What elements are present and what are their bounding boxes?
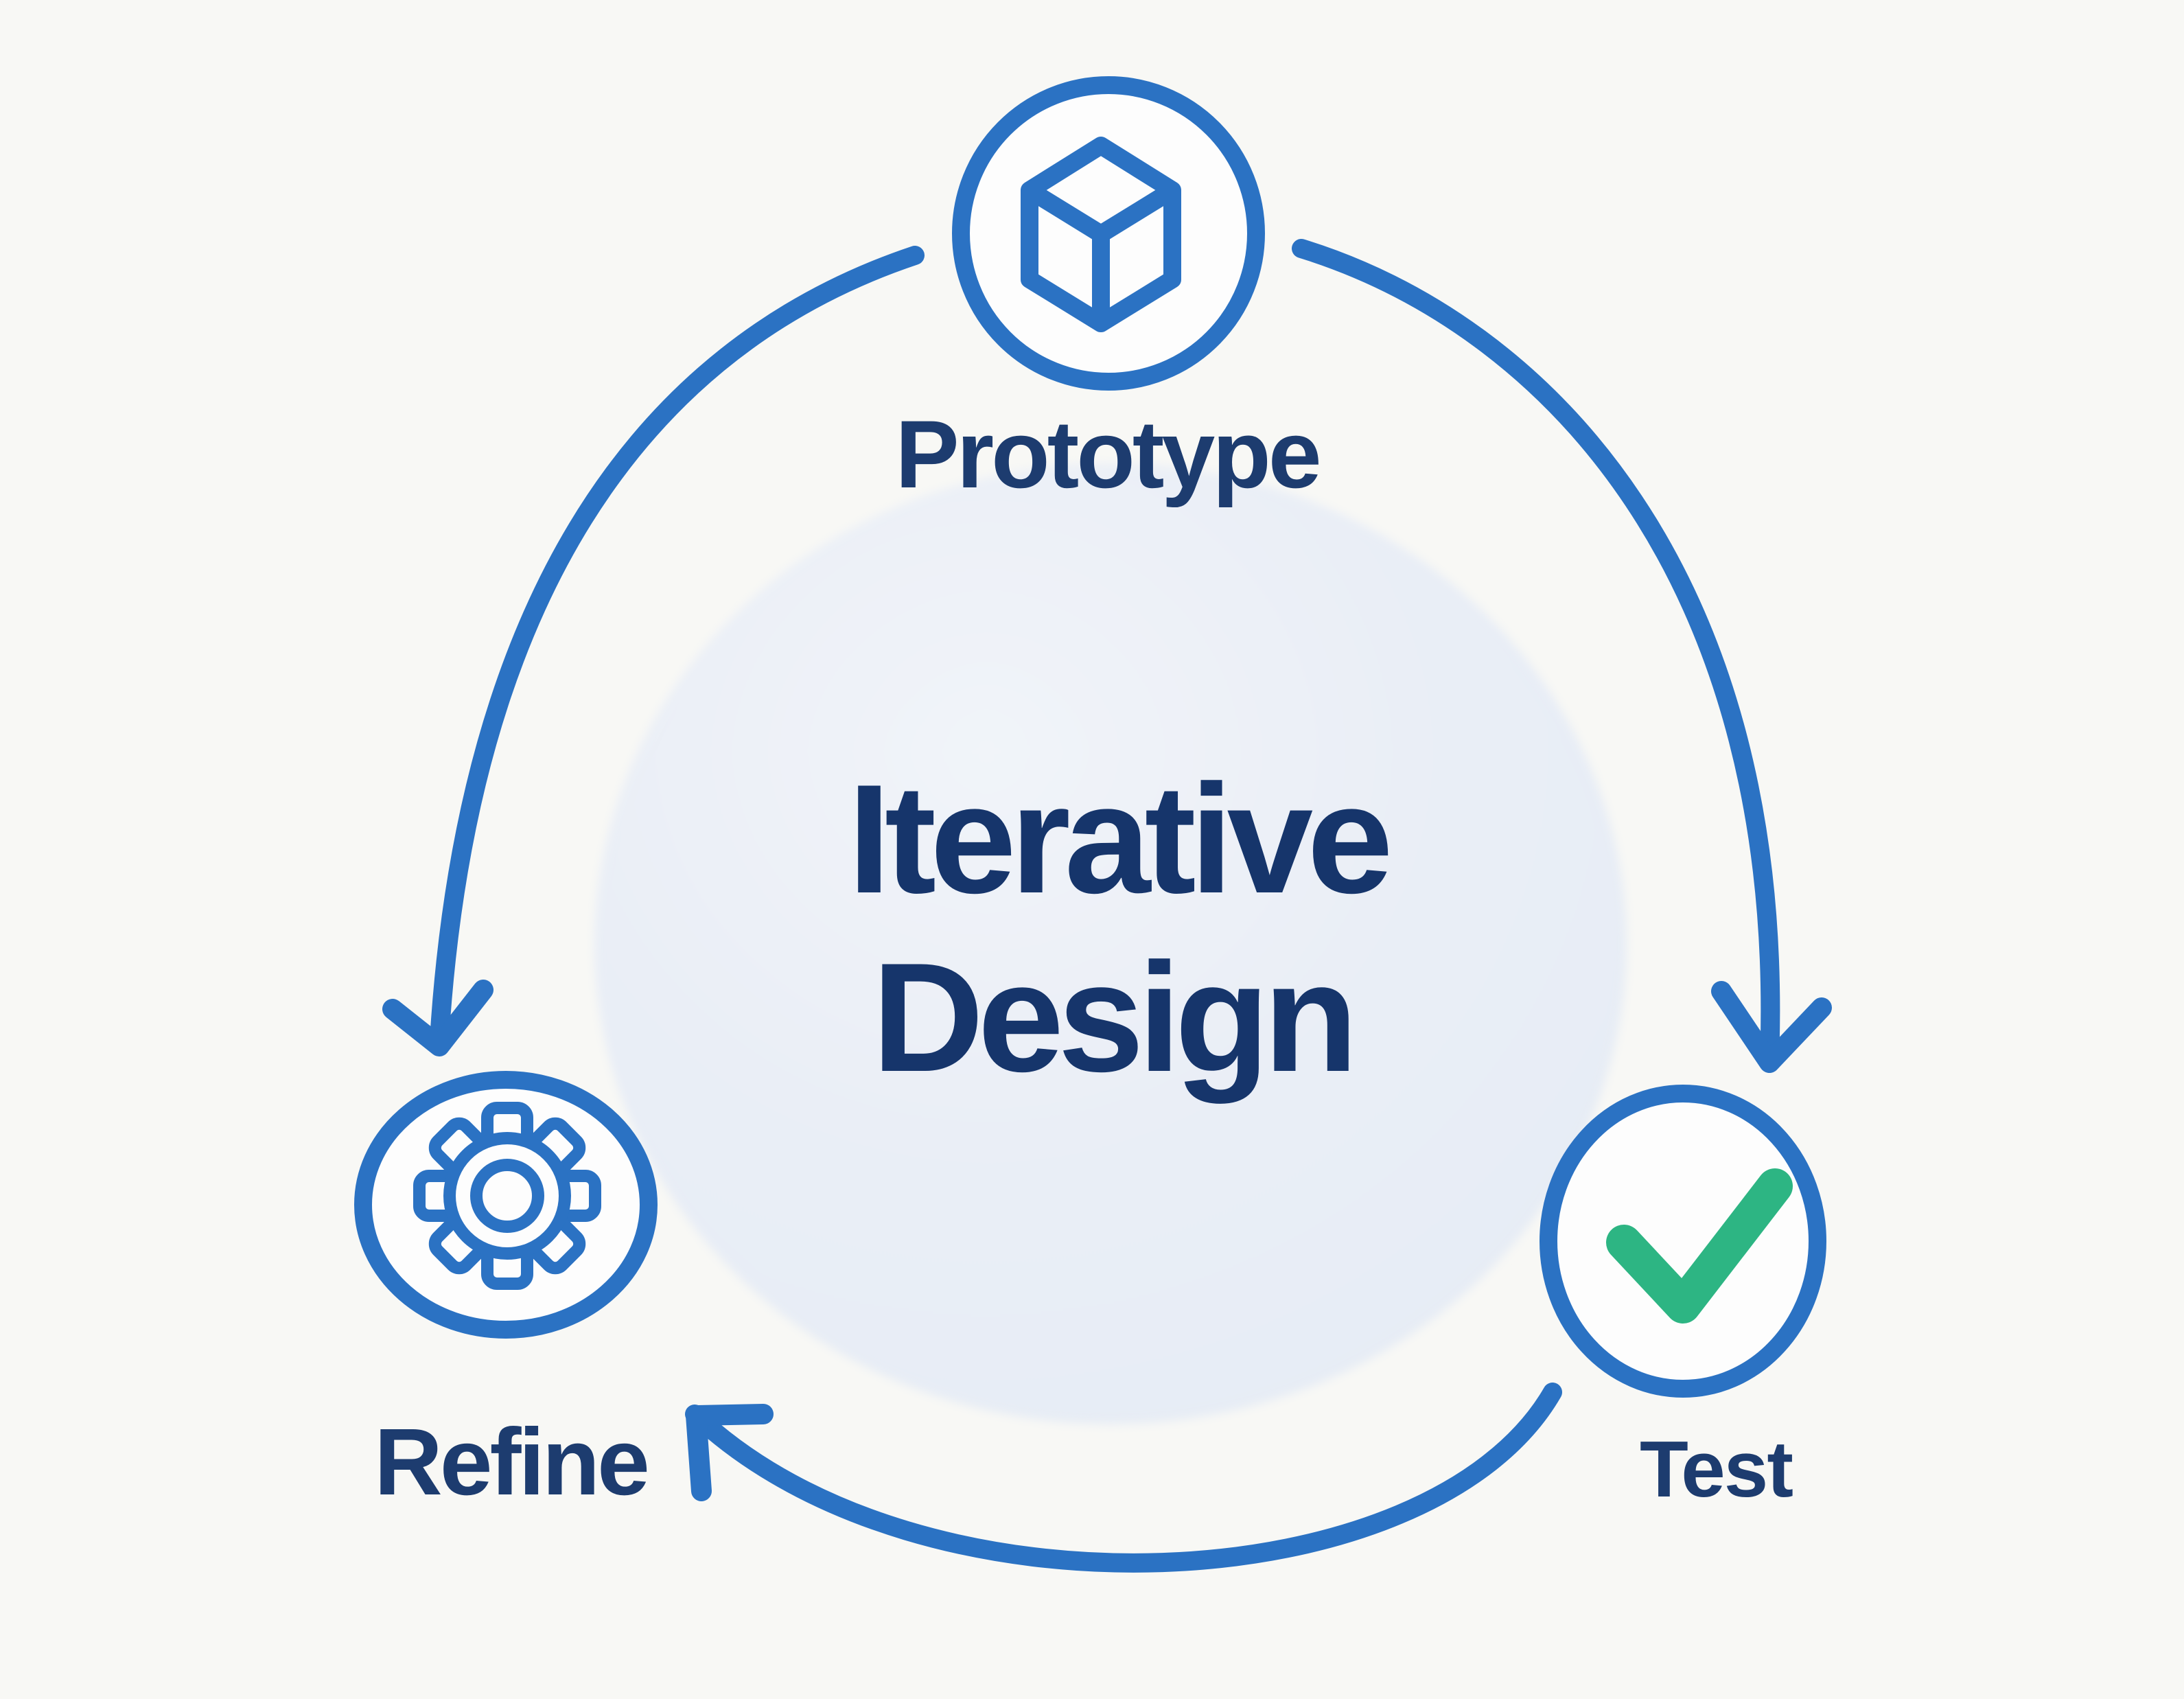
- arrowhead-down-icon: [382, 980, 493, 1056]
- node-circle: [1540, 1085, 1826, 1398]
- arrowhead-up-left-icon: [686, 1404, 774, 1501]
- center-title-line1: Iterative: [848, 752, 1388, 925]
- cube-icon: [1021, 137, 1181, 332]
- node-refine: Refine: [354, 1071, 658, 1515]
- arrow-prototype-to-refine: [382, 246, 925, 1056]
- arrowhead-down-icon: [1711, 981, 1832, 1073]
- node-label-prototype: Prototype: [895, 400, 1319, 508]
- node-label-test: Test: [1640, 1424, 1793, 1514]
- gear-icon: [413, 1102, 601, 1290]
- arrow-shaft: [1292, 239, 1780, 1070]
- arrow-shaft: [430, 246, 925, 1050]
- arrow-prototype-to-test: [1292, 239, 1832, 1073]
- center-circle: [594, 463, 1627, 1424]
- center-title-line2: Design: [872, 930, 1351, 1104]
- node-label-refine: Refine: [374, 1409, 647, 1515]
- checkmark-icon: [1606, 1168, 1793, 1324]
- arrow-test-to-refine: [685, 1383, 1562, 1573]
- node-test: Test: [1540, 1085, 1826, 1514]
- arrow-shaft: [685, 1383, 1562, 1573]
- gear-hole: [470, 1159, 544, 1233]
- node-prototype: Prototype: [895, 76, 1322, 508]
